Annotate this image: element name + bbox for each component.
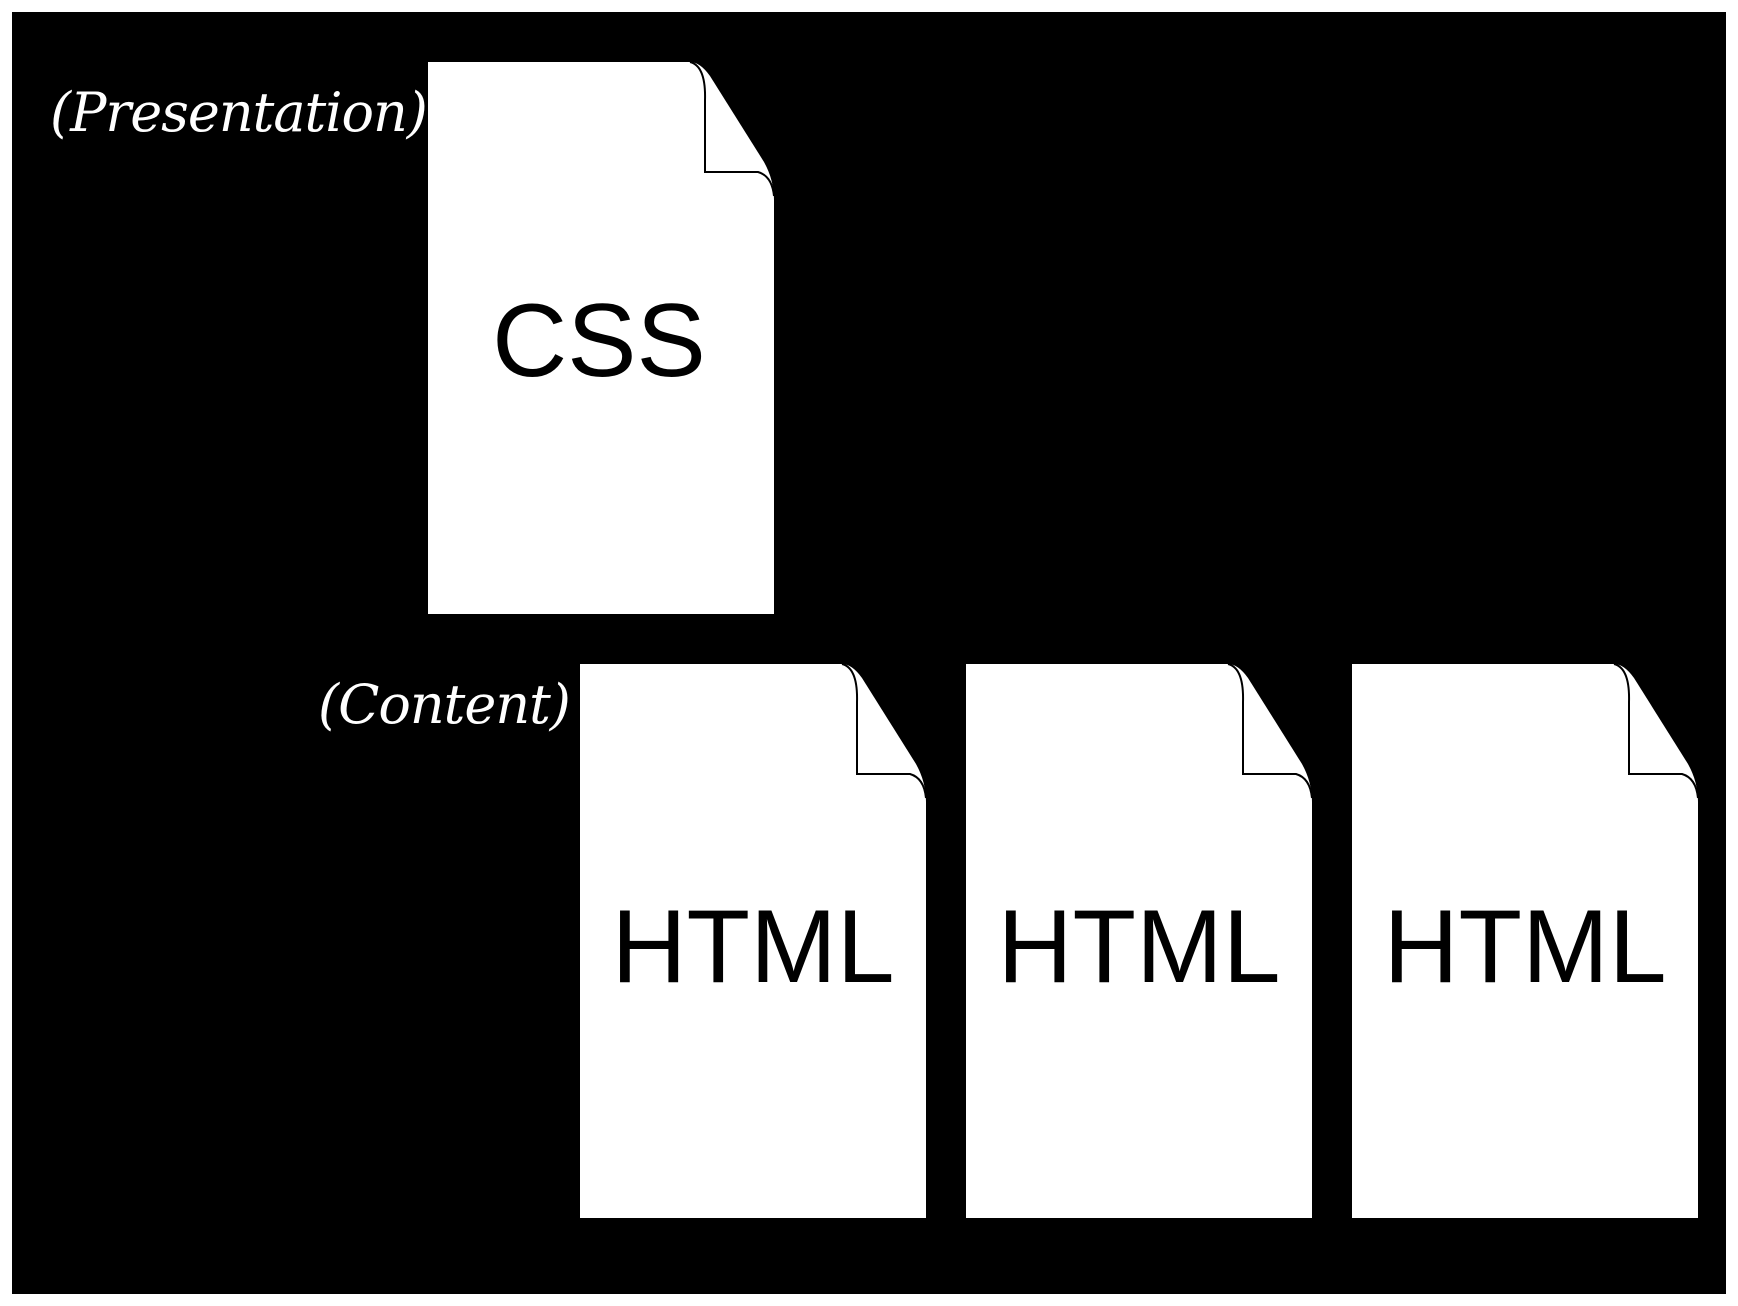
content-label: (Content)	[318, 673, 571, 736]
file-icon	[428, 62, 774, 614]
html-document-label: HTML	[997, 889, 1280, 1005]
html-document-label: HTML	[611, 889, 894, 1005]
folded-corner	[689, 61, 775, 197]
html-document-2: HTML	[966, 663, 1313, 1218]
css-document: CSS	[428, 61, 775, 614]
folded-corner	[1227, 663, 1313, 799]
html-document-label: HTML	[1383, 889, 1666, 1005]
presentation-label: (Presentation)	[50, 81, 428, 144]
css-document-label: CSS	[492, 283, 706, 399]
file-icon	[1352, 664, 1698, 1218]
file-icon	[966, 664, 1312, 1218]
html-document-1: HTML	[580, 663, 927, 1218]
folded-corner	[1613, 663, 1699, 799]
html-document-3: HTML	[1352, 663, 1699, 1218]
file-icon	[580, 664, 926, 1218]
folded-corner	[841, 663, 927, 799]
